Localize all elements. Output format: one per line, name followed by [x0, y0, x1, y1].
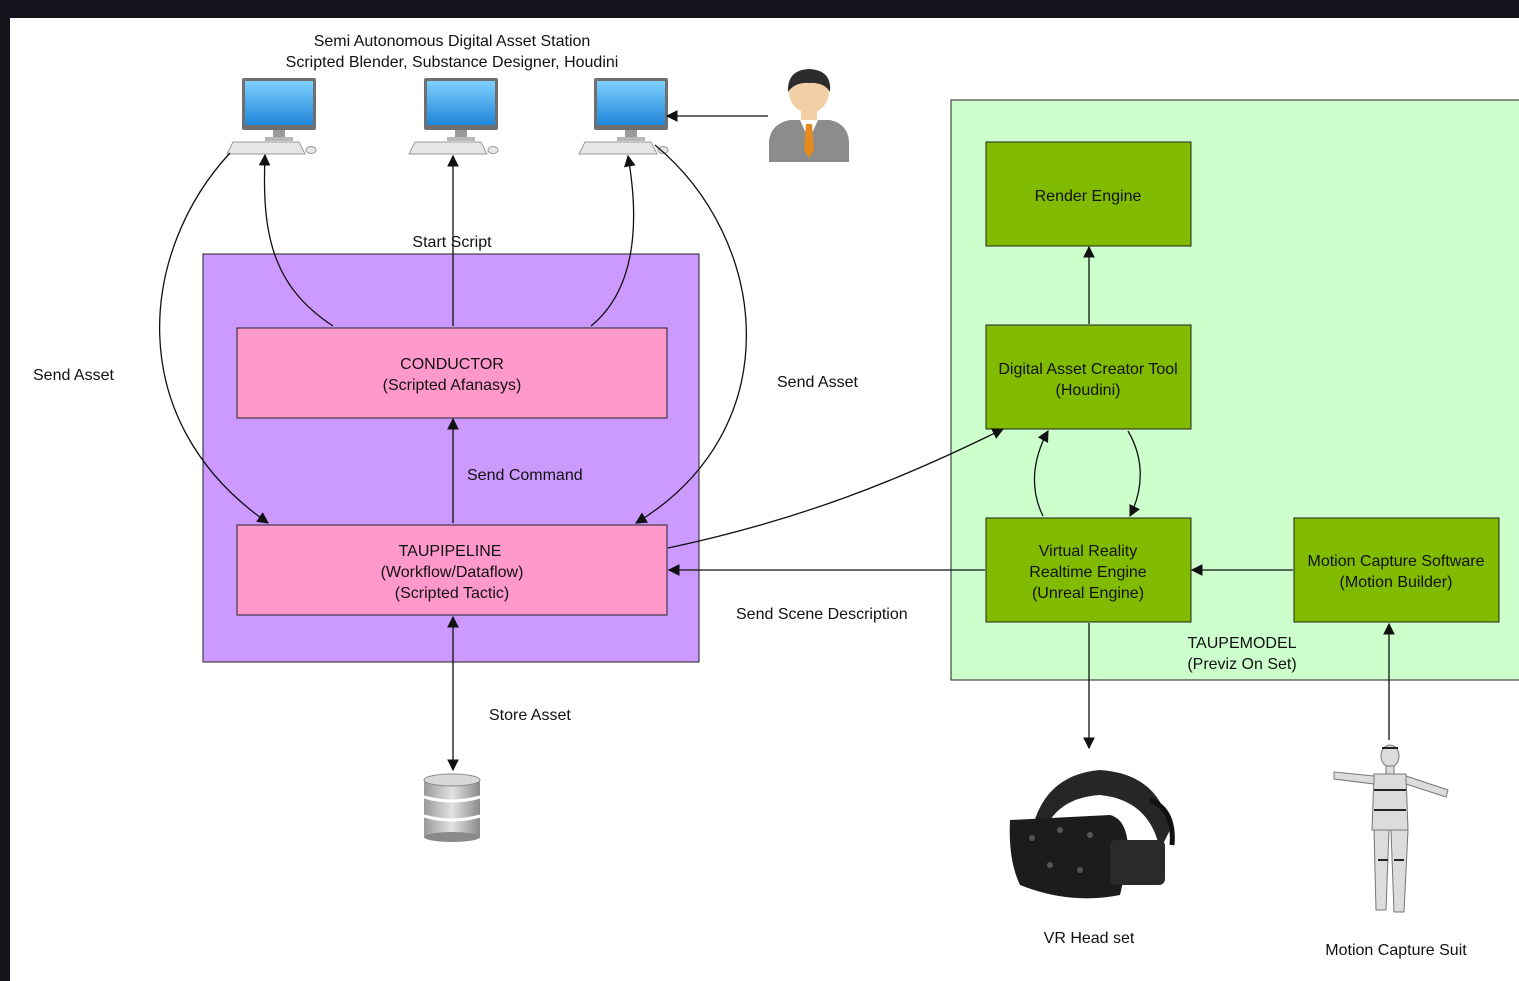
start-script-label: Start Script — [412, 234, 492, 251]
vr-headset-icon — [1009, 770, 1175, 899]
start-script-arrow-right — [590, 154, 636, 327]
digital-asset-creator-title: Digital Asset Creator Tool — [998, 361, 1177, 378]
taupipeline-title: TAUPIPELINE — [399, 543, 502, 560]
taupemodel-label: TAUPEMODEL — [1187, 635, 1296, 652]
vr-engine-subtitle2: (Unreal Engine) — [1032, 585, 1144, 602]
conductor-subtitle: (Scripted Afanasys) — [383, 377, 522, 394]
window-frame-left — [0, 0, 10, 981]
vr-engine-box — [985, 517, 1192, 623]
taupipeline-box — [236, 524, 668, 616]
vr-engine-title: Virtual Reality — [1039, 543, 1137, 560]
mocap-software-subtitle: (Motion Builder) — [1340, 574, 1453, 591]
vr-to-dact-arrow — [1033, 429, 1049, 517]
vr-engine-subtitle1: Realtime Engine — [1029, 564, 1147, 581]
computer-icon — [408, 77, 499, 155]
digital-asset-creator-subtitle: (Houdini) — [1056, 382, 1121, 399]
mocap-software-box — [1293, 517, 1500, 623]
station-title-line2: Scripted Blender, Substance Designer, Ho… — [286, 54, 619, 71]
render-engine-label: Render Engine — [1035, 188, 1142, 205]
conductor-box — [236, 327, 668, 419]
station-title-line1: Semi Autonomous Digital Asset Station — [314, 33, 591, 50]
database-icon — [423, 773, 481, 842]
send-scene-description-label: Send Scene Description — [736, 606, 908, 623]
send-command-label: Send Command — [467, 467, 583, 484]
send-asset-right-arrow — [634, 144, 747, 524]
taupipeline-subtitle1: (Workflow/Dataflow) — [381, 564, 524, 581]
mocap-suit-icon — [1333, 744, 1449, 913]
vr-headset-label: VR Head set — [1044, 930, 1135, 947]
send-asset-left-arrow — [159, 152, 269, 524]
send-asset-right-label: Send Asset — [777, 374, 859, 391]
digital-asset-creator-box — [985, 324, 1192, 430]
computer-icon — [578, 77, 669, 155]
taupemodel-sublabel: (Previz On Set) — [1187, 656, 1296, 673]
pipeline-to-dact-arrow — [667, 428, 1005, 549]
mocap-software-title: Motion Capture Software — [1308, 553, 1485, 570]
taupipeline-subtitle2: (Scripted Tactic) — [395, 585, 509, 602]
conductor-title: CONDUCTOR — [400, 356, 504, 373]
computer-icon — [226, 77, 317, 155]
user-icon — [769, 69, 849, 162]
window-frame-top — [0, 0, 1519, 18]
start-script-arrow-left — [258, 153, 334, 327]
store-asset-label: Store Asset — [489, 707, 571, 724]
mocap-suit-label: Motion Capture Suit — [1325, 942, 1467, 959]
send-asset-left-label: Send Asset — [33, 367, 115, 384]
render-engine-box — [985, 141, 1192, 247]
dact-to-vr-arrow — [1127, 430, 1141, 518]
